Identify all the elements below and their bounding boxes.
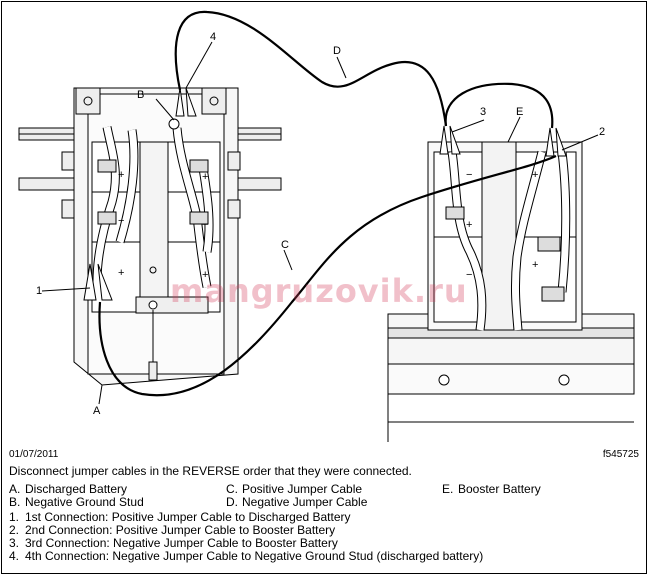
- legend-item-e: E.Booster Battery: [442, 482, 541, 496]
- caption: Disconnect jumper cables in the REVERSE …: [9, 464, 412, 478]
- callout-c: C: [281, 239, 289, 251]
- minus-sign: −: [118, 215, 124, 227]
- callout-2: 2: [599, 126, 606, 138]
- minus-sign: −: [466, 269, 472, 281]
- callout-b: B: [137, 89, 145, 101]
- plus-sign: +: [118, 169, 124, 181]
- legend-item-a: A.Discharged Battery: [9, 482, 128, 496]
- legend-item-c: C.Positive Jumper Cable: [226, 482, 363, 496]
- jumper-cable-illustration: + − + + − + − + − + +: [18, 10, 635, 442]
- plus-sign: +: [532, 169, 538, 181]
- callout-e: E: [516, 106, 524, 118]
- figure-id: f545725: [602, 449, 639, 460]
- document-date: 01/07/2011: [9, 449, 59, 460]
- plus-sign: +: [532, 259, 538, 271]
- minus-sign: −: [466, 169, 472, 181]
- plus-sign: +: [202, 171, 208, 183]
- callout-a: A: [93, 405, 101, 417]
- connection-step-1: 1.1st Connection: Positive Jumper Cable …: [9, 510, 351, 524]
- callout-d: D: [333, 45, 341, 57]
- minus-sign: −: [202, 219, 208, 231]
- watermark: mangruzovik.ru: [170, 272, 468, 310]
- booster-cable-loop: [444, 82, 554, 129]
- callout-4: 4: [210, 31, 217, 43]
- connection-step-4: 4.4th Connection: Negative Jumper Cable …: [9, 549, 484, 563]
- booster-battery-box: [387, 125, 635, 442]
- discharged-battery-box: [18, 87, 282, 386]
- callout-1: 1: [36, 285, 43, 297]
- legend-item-b: B.Negative Ground Stud: [9, 495, 144, 509]
- plus-sign: +: [466, 219, 472, 231]
- callout-3: 3: [480, 106, 487, 118]
- plus-sign: +: [202, 269, 208, 281]
- plus-sign: +: [118, 267, 124, 279]
- connection-step-3: 3.3rd Connection: Negative Jumper Cable …: [9, 536, 338, 550]
- connection-step-2: 2.2nd Connection: Positive Jumper Cable …: [9, 523, 336, 537]
- legend-item-d: D.Negative Jumper Cable: [226, 495, 368, 509]
- positive-jumper-cable: [98, 154, 557, 397]
- negative-jumper-cable: [174, 10, 448, 127]
- polarity-marks: + − + + − + − + − + +: [118, 169, 538, 281]
